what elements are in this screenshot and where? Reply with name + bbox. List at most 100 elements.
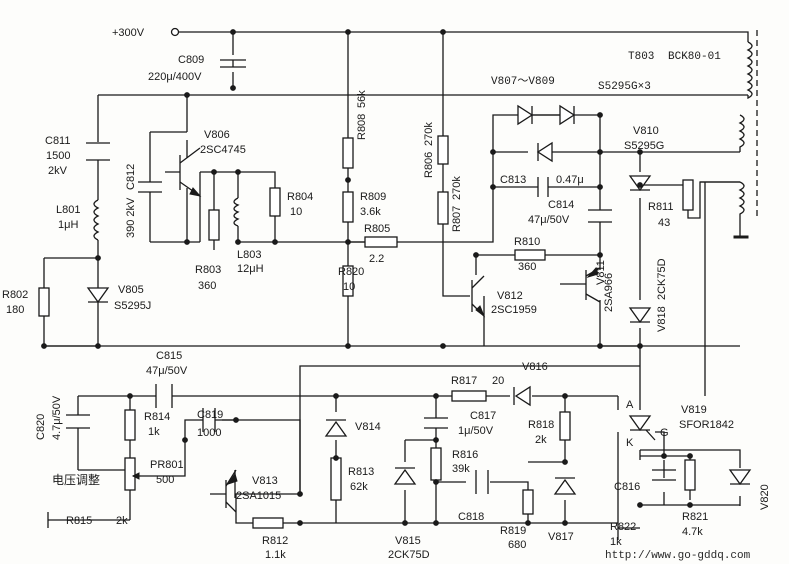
label-v811-part: 2SA966	[603, 273, 615, 312]
label-l801-ref: L801	[56, 204, 80, 216]
label-v819-part: SFOR1842	[679, 419, 734, 431]
label-c812-val: 390 2kV	[125, 197, 137, 238]
label-v814-ref: V814	[355, 421, 381, 433]
label-r816-val: 39k	[452, 463, 470, 475]
label-v811-ref: V811	[595, 260, 607, 285]
watermark: http://www.go-gddq.com	[605, 550, 751, 562]
label-r819-ref: R819	[500, 525, 526, 537]
label-r820-ref: R820	[338, 266, 364, 278]
label-l801-val: 1μH	[58, 219, 78, 231]
v807-809-part: S5295G×3	[598, 81, 651, 93]
label-v810-ref: V810	[633, 125, 659, 137]
diodes	[86, 104, 752, 495]
v807-809-label: V807～V809	[491, 76, 555, 88]
label-r820-val: 10	[343, 281, 355, 293]
label-v810-part: S5295G	[624, 140, 664, 152]
label-r813-val: 62k	[350, 481, 368, 493]
label-v820-ref: V820	[759, 484, 771, 510]
label-v819-ref: V819	[681, 404, 707, 416]
label-c814-val: 47μ/50V	[528, 214, 570, 226]
label-r818-val: 2k	[535, 434, 547, 446]
label-c811-v1: 1500	[46, 150, 70, 162]
label-c820-ref: C820	[35, 414, 47, 440]
transformer-t803	[733, 30, 758, 239]
label-v812-part: 2SC1959	[491, 304, 537, 316]
label-l803-val: 12μH	[237, 263, 264, 275]
label-v815-part: 2CK75D	[388, 549, 430, 561]
label-r814-val: 1k	[148, 426, 160, 438]
label-pr801-ref: PR801	[150, 459, 184, 471]
label-v815-ref: V815	[395, 535, 421, 547]
label-v806-ref: V806	[204, 129, 230, 141]
label-r804-ref: R804	[287, 191, 313, 203]
label-v818-part: 2CK75D	[656, 258, 668, 300]
label-r809-val: 3.6k	[360, 206, 381, 218]
supply-label: +300V	[112, 27, 145, 39]
label-v813-part: 2SA1015	[236, 490, 281, 502]
voltage-adjust-label: 电压调整	[52, 472, 100, 487]
label-v818-ref: V818	[656, 306, 668, 332]
label-c813-val: 0.47μ	[556, 174, 584, 186]
label-c812-ref: C812	[125, 164, 137, 190]
label-c816-ref: C816	[614, 481, 640, 493]
labels: +300V T803 BCK80-01 V807～V809 S5295G×3 C…	[2, 27, 771, 562]
label-r803-val: 360	[198, 280, 216, 292]
label-c814-ref: C814	[548, 199, 574, 211]
inductors	[93, 197, 240, 241]
label-c820-val: 4.7μ/50V	[51, 395, 63, 440]
label-v813-ref: V813	[252, 475, 278, 487]
label-a: A	[626, 399, 634, 411]
label-r807-ref: R807	[451, 206, 463, 232]
label-r813-ref: R813	[348, 466, 374, 478]
label-v816-ref: V816	[522, 361, 548, 373]
label-r821-ref: R821	[682, 511, 708, 523]
label-c818-ref: C818	[458, 511, 484, 523]
label-r812-ref: R812	[262, 535, 288, 547]
t803-part: BCK80-01	[668, 51, 721, 63]
label-v817-ref: V817	[548, 531, 574, 543]
label-k: K	[626, 437, 634, 449]
label-v805-ref: V805	[118, 284, 144, 296]
label-c811-ref: C811	[45, 135, 70, 147]
label-r802-ref: R802	[2, 289, 28, 301]
label-c809-val: 220μ/400V	[148, 71, 202, 83]
label-r809-ref: R809	[360, 191, 386, 203]
label-r821-val: 4.7k	[682, 526, 703, 538]
label-r811-val: 43	[658, 217, 670, 229]
label-r822-ref: R822	[610, 521, 636, 533]
transistors	[165, 147, 601, 513]
label-v812-ref: V812	[497, 290, 523, 302]
label-r810-val: 360	[518, 261, 536, 273]
label-r806-ref: R806	[423, 152, 435, 178]
label-r811-ref: R811	[648, 201, 673, 213]
label-r815-ref: R815	[66, 515, 92, 527]
label-r812-val: 1.1k	[265, 549, 286, 561]
label-r804-val: 10	[290, 206, 302, 218]
junctions	[41, 27, 693, 526]
label-l803-ref: L803	[237, 249, 261, 261]
label-r803-ref: R803	[195, 264, 221, 276]
label-r808-val: 56k	[356, 90, 368, 108]
label-c815-ref: C815	[156, 350, 182, 362]
label-c817-val: 1μ/50V	[458, 425, 494, 437]
label-v805-part: S5295J	[114, 300, 151, 312]
label-r814-ref: R814	[144, 411, 170, 423]
label-r807-val: 270k	[451, 176, 463, 200]
label-c819-val: 1000	[197, 427, 221, 439]
label-r818-ref: R818	[528, 419, 554, 431]
label-r819-val: 680	[508, 539, 526, 551]
resistors	[38, 135, 696, 529]
label-r816-ref: R816	[452, 449, 478, 461]
label-r802-val: 180	[6, 304, 24, 316]
t803-ref: T803	[628, 51, 654, 63]
label-r815-val: 2k	[116, 515, 128, 527]
label-g: G	[660, 427, 669, 439]
label-r822-val: 1k	[610, 536, 622, 548]
label-c809-ref: C809	[178, 54, 204, 66]
label-c819-ref: C819	[197, 409, 223, 421]
label-r817-ref: R817	[451, 375, 477, 387]
label-r808-ref: R808	[356, 114, 368, 140]
label-c811-v2: 2kV	[48, 165, 68, 177]
label-c815-val: 47μ/50V	[146, 365, 188, 377]
